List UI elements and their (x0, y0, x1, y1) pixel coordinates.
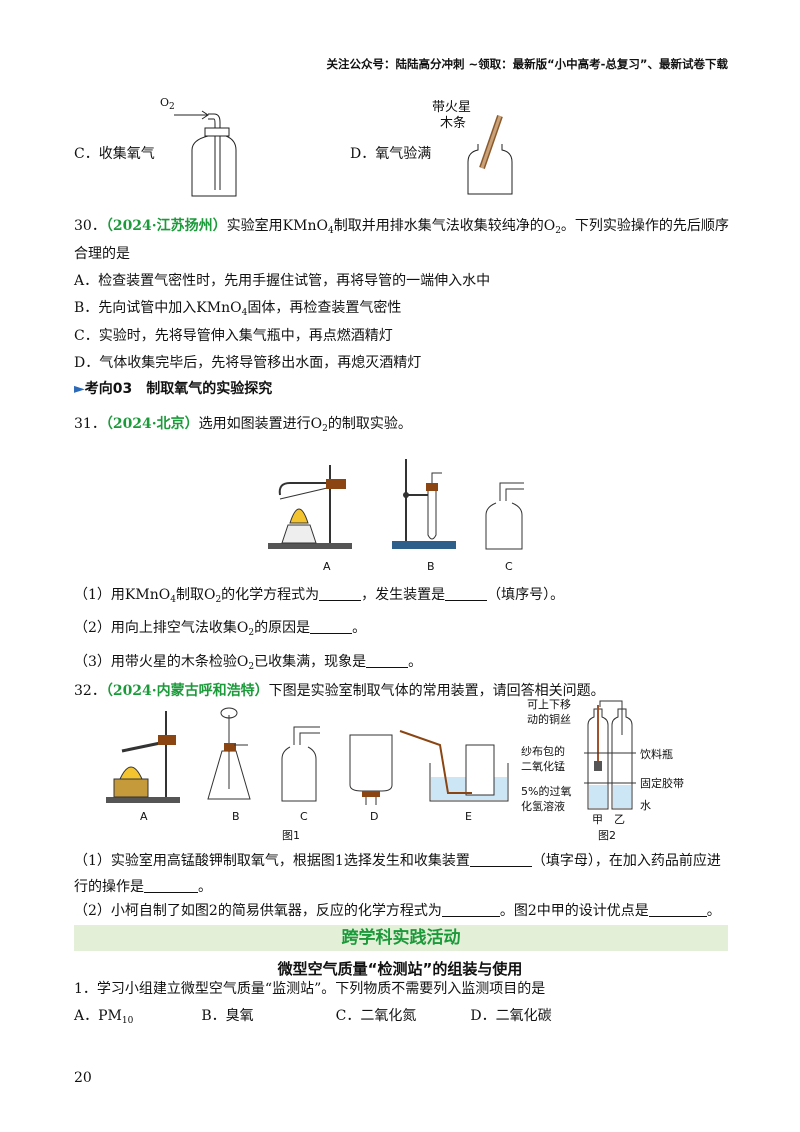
page-header: 关注公众号：陆陆高分冲刺 ~领取：最新版“小中高考-总复习”、最新试卷下载 (326, 57, 728, 71)
fig1-label-e: E (465, 810, 472, 823)
glowing-stick-label-1: 带火星 (432, 100, 472, 115)
q30-option-a: A．检查装置气密性时，先用手握住试管，再将导管的一端伸入水中 (74, 273, 491, 289)
fig2-label-wire-2: 动的铜丝 (527, 713, 571, 726)
answer-blank[interactable] (319, 588, 362, 601)
answer-blank[interactable] (144, 880, 198, 893)
section-heading: ►考向03 制取氧气的实验探究 (74, 381, 273, 397)
q32-part2: （2）小柯自制了如图2的简易供氧器，反应的化学方程式为。图2中甲的设计优点是。 (74, 903, 721, 919)
fig1-label-b: B (232, 810, 240, 823)
q31-part1: （1）用KMnO4制取O2的化学方程式为，发生装置是（填序号）。 (74, 587, 565, 605)
gas-bottle-collect-diagram (174, 110, 237, 197)
fig2-label-jia: 甲 (592, 813, 603, 826)
practice-band-title: 跨学科实践活动 (74, 925, 728, 951)
option-c: C．二氧化氮 (335, 1008, 417, 1024)
q32-part1: （1）实验室用高锰酸钾制取氧气，根据图1选择发生和收集装置（填字母），在加入药品… (74, 853, 721, 869)
q30-stem-line2: 合理的是 (74, 246, 130, 262)
fig2-label-h2o2-2: 化氢溶液 (521, 800, 565, 813)
q32-stem: 32．（2024·内蒙古呼和浩特）下图是实验室制取气体的常用装置，请回答相关问题… (74, 683, 605, 699)
answer-blank[interactable] (310, 621, 353, 634)
q31-label-b: B (427, 560, 435, 573)
answer-blank[interactable] (366, 655, 409, 668)
q30-option-b: B．先向试管中加入KMnO4固体，再检查装置气密性 (74, 300, 402, 318)
q32-part1-line2: 行的操作是。 (74, 879, 212, 895)
fig2-label-yi: 乙 (614, 813, 625, 826)
practice-subtitle: 微型空气质量“检测站”的组装与使用 (277, 960, 523, 978)
q32-figure-2 (584, 700, 636, 810)
fig1-label-d: D (370, 810, 379, 823)
fig2-caption: 图2 (598, 829, 616, 842)
fig2-label-mno2-2: 二氧化锰 (521, 760, 565, 773)
answer-blank[interactable] (469, 854, 532, 867)
q31-apparatus-figure (268, 459, 524, 550)
fig2-label-wire-1: 可上下移 (527, 698, 571, 711)
o2-arrow-label: O2 (160, 96, 175, 112)
answer-blank[interactable] (441, 904, 500, 917)
fig2-label-mno2-1: 纱布包的 (521, 745, 565, 758)
option-a: A．PM10 (74, 1008, 134, 1026)
fig1-caption: 图1 (282, 829, 300, 842)
answer-blank[interactable] (445, 588, 488, 601)
q31-part3: （3）用带火星的木条检验O2已收集满，现象是。 (74, 654, 423, 672)
fig2-label-bottle: 饮料瓶 (640, 748, 673, 761)
q30-option-c: C．实验时，先将导管伸入集气瓶中，再点燃酒精灯 (74, 328, 393, 344)
q31-label-a: A (323, 560, 331, 573)
option-d: D．二氧化碳 (470, 1008, 552, 1024)
q31-label-c: C (505, 560, 513, 573)
option-b: B．臭氧 (201, 1008, 254, 1024)
fig2-label-tape: 固定胶带 (640, 777, 684, 790)
practice-q1: 1．学习小组建立微型空气质量“监测站”。下列物质不需要列入监测项目的是 (74, 981, 546, 997)
answer-blank[interactable] (648, 904, 707, 917)
q32-figure-1 (106, 707, 509, 805)
option-c-collect-oxygen: C．收集氧气 (74, 146, 155, 162)
fig1-label-a: A (140, 810, 148, 823)
fig2-label-water: 水 (640, 799, 651, 812)
q30-option-d: D．气体收集完毕后，先将导管移出水面，再熄灭酒精灯 (74, 355, 422, 371)
glowing-stick-label-2: 木条 (440, 116, 467, 131)
fig2-label-h2o2-1: 5%的过氧 (521, 785, 572, 798)
q31-stem: 31．（2024·北京）选用如图装置进行O2的制取实验。 (74, 416, 412, 434)
section-triangle-icon: ► (74, 381, 85, 397)
page-number: 20 (74, 1070, 92, 1086)
fig1-label-c: C (300, 810, 308, 823)
oxygen-full-test-diagram (467, 115, 513, 195)
option-d-oxygen-full-test: D．氧气验满 (350, 146, 432, 162)
q30-stem: 30．（2024·江苏扬州）实验室用KMnO4制取并用排水集气法收集较纯净的O2… (74, 218, 729, 236)
practice-q1-options: A．PM10 B．臭氧 C．二氧化氮 D．二氧化碳 (74, 1005, 552, 1026)
q31-part2: （2）用向上排空气法收集O2的原因是。 (74, 620, 367, 638)
